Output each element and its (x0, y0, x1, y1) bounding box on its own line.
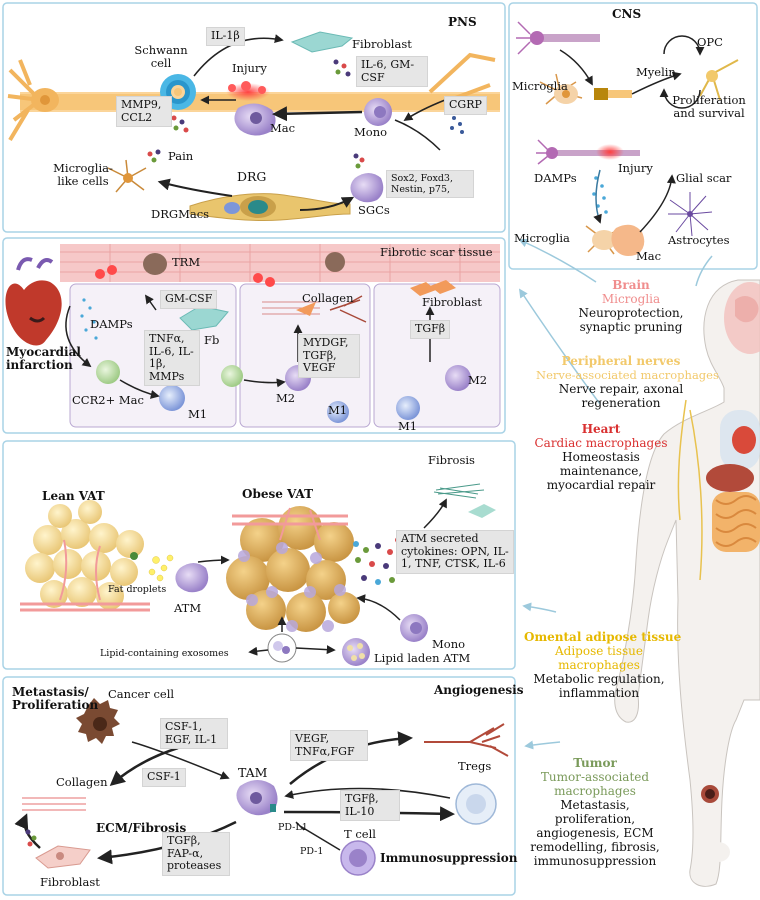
cns-mac-label: Mac (636, 249, 662, 263)
angiogenesis-label: Angiogenesis (434, 683, 524, 697)
heart-desc: Homeostasis maintenance, myocardial repa… (546, 450, 656, 492)
trm-label: TRM (172, 255, 201, 269)
pdl1-label: PD-L1 (278, 822, 308, 833)
nerves-type: Nerve-associated macrophages (536, 368, 719, 382)
nerves-macrophage-info: Peripheral nerves Nerve-associated macro… (536, 354, 719, 410)
csf1-egf-box: CSF-1, EGF, IL-1 (160, 718, 228, 749)
tgfb-il10-box: TGFβ, IL-10 (340, 790, 400, 821)
microglia-like-label: Microglia-like cells (53, 161, 113, 188)
cns-title: CNS (612, 7, 642, 21)
vat-graphics (20, 483, 496, 666)
m2-label-2: M2 (468, 373, 488, 387)
cancer-cell-label: Cancer cell (108, 687, 175, 701)
csf1-box: CSF-1 (142, 768, 186, 787)
atm-cytokines-box: ATM secreted cytokines: OPN, IL-1, TNF, … (396, 530, 514, 574)
omentum-macrophage-info: Omental adipose tissue Adipose tissue ma… (524, 630, 682, 700)
mmp9-ccl2-box: MMP9, CCL2 (116, 96, 172, 127)
sox2-box: Sox2, Foxd3, Nestin, p75, (386, 170, 474, 198)
tumor-macrophage-info: Tumor Tumor-associated macrophages Metas… (520, 756, 670, 868)
pns-mono-label: Mono (354, 125, 388, 139)
heart-fibroblast-label: Fibroblast (422, 295, 482, 309)
cgrp-box: CGRP (444, 96, 487, 115)
brain-macrophage-info: Brain Microglia Neuroprotection, synapti… (556, 278, 706, 334)
cns-graphics (516, 21, 739, 256)
brain-desc: Neuroprotection, synaptic pruning (578, 306, 684, 334)
tam-label: TAM (238, 765, 268, 780)
omentum-organ: Omental adipose tissue (524, 630, 682, 644)
proliferation-survival-label: Proliferation and survival (672, 93, 746, 120)
schwann-cell-label: Schwann cell (134, 43, 188, 70)
il6-gmcsf-box: IL-6, GM-CSF (356, 56, 428, 87)
exosomes-label: Lipid-containing exosomes (100, 648, 229, 659)
vegf-tnf-box: VEGF, TNFα,FGF (290, 730, 368, 761)
il1b-box: IL-1β (206, 27, 245, 46)
tnf-il6-box: TNFα, IL-6, IL-1β, MMPs (144, 330, 200, 386)
nerves-desc: Nerve repair, axonal regeneration (558, 382, 684, 410)
tregs-label: Tregs (458, 759, 492, 773)
omentum-type: Adipose tissue macrophages (555, 644, 643, 672)
sgcs-label: SGCs (358, 203, 390, 217)
brain-type: Microglia (601, 292, 661, 306)
pns-injury-label: Injury (232, 61, 267, 75)
glial-scar-label: Glial scar (676, 171, 732, 185)
fb-label: Fb (204, 333, 220, 347)
opc-label: OPC (697, 35, 723, 49)
astrocytes-label: Astrocytes (668, 233, 730, 247)
organ-pointer-arrows (518, 238, 713, 750)
brain-organ: Brain (612, 278, 650, 292)
metastasis-label: Metastasis/ Proliferation (12, 685, 99, 712)
nerves-organ: Peripheral nerves (561, 354, 681, 368)
ecm-fibrosis-label: ECM/Fibrosis (96, 821, 187, 835)
heart-type: Cardiac macrophages (534, 436, 668, 450)
obese-vat-label: Obese VAT (242, 487, 314, 501)
m2-label-1: M2 (276, 391, 296, 405)
atm-label: ATM (174, 601, 202, 615)
heart-organ: Heart (581, 422, 621, 436)
mydgf-box: MYDGF, TGFβ, VEGF (298, 334, 360, 378)
tcell-label: T cell (344, 827, 376, 841)
heart-damps-label: DAMPs (90, 317, 133, 331)
heart-macrophage-info: Heart Cardiac macrophages Homeostasis ma… (526, 422, 676, 492)
heart-gmcsf-box: GM-CSF (160, 290, 218, 309)
tumor-organ: Tumor (573, 756, 617, 770)
pns-fibroblast-label: Fibroblast (352, 37, 412, 51)
tgfb-fap-box: TGFβ, FAP-α, proteases (162, 832, 230, 876)
lean-vat-label: Lean VAT (42, 489, 105, 503)
cns-injury-label: Injury (618, 161, 653, 175)
heart-collagen-label: Collagen (302, 291, 354, 305)
tumor-desc: Metastasis, proliferation, angiogenesis,… (530, 798, 660, 868)
m1-label-1: M1 (188, 407, 208, 421)
myocardial-infarction-label: Myocardial infarction (6, 345, 81, 372)
cns-damps-label: DAMPs (534, 171, 577, 185)
ccr2-mac-label: CCR2+ Mac (72, 393, 144, 407)
cns-microglia-label: Microglia (512, 79, 568, 93)
m1-label-3: M1 (398, 419, 418, 433)
myelin-label: Myelin (636, 65, 676, 79)
pain-label: Pain (168, 149, 194, 163)
heart-tgfb-box: TGFβ (410, 320, 451, 339)
fat-droplets-label: Fat droplets (108, 584, 167, 595)
drgmacs-label: DRGMacs (151, 207, 210, 221)
cns-microglia-2-label: Microglia (514, 231, 570, 245)
pd1-label: PD-1 (300, 846, 324, 857)
immunosuppression-label: Immunosuppression (380, 851, 518, 865)
fibrotic-scar-label: Fibrotic scar tissue (380, 245, 493, 259)
omentum-desc: Metabolic regulation, inflammation (533, 672, 665, 700)
pns-title: PNS (448, 15, 477, 29)
drg-label: DRG (237, 169, 267, 184)
m1-label-2: M1 (328, 403, 348, 417)
heart-graphics (5, 244, 500, 423)
lipid-laden-atm-label: Lipid laden ATM (374, 651, 471, 665)
human-body-silhouette (614, 279, 760, 887)
fibrosis-label: Fibrosis (428, 453, 475, 467)
tumor-fibroblast-label: Fibroblast (40, 875, 100, 889)
vat-mono-label: Mono (432, 637, 466, 651)
pns-mac-label: Mac (270, 121, 296, 135)
tumor-type: Tumor-associated macrophages (540, 770, 650, 798)
tumor-collagen-label: Collagen (56, 775, 108, 789)
